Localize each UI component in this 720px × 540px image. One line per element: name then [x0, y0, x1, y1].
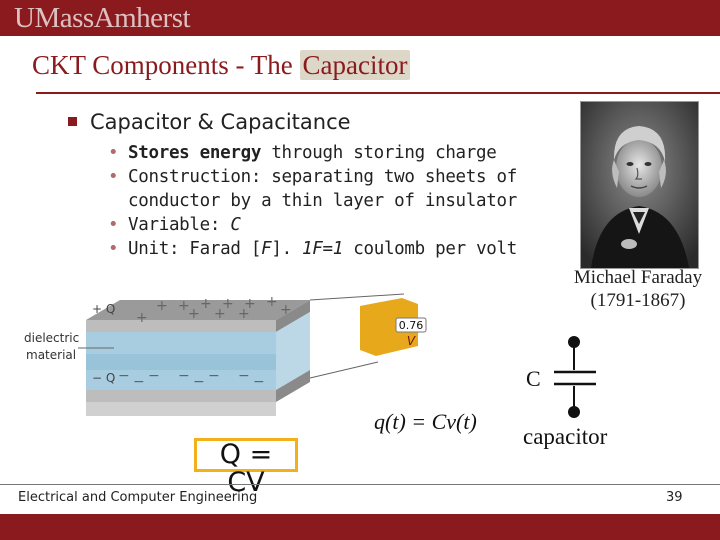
wire-bottom	[309, 361, 379, 379]
slide-title: CKT Components - The Capacitor	[32, 50, 411, 81]
title-rule	[36, 92, 720, 94]
sub-bullet-1: • Stores energy through storing charge	[108, 141, 517, 165]
title-highlight: Capacitor	[299, 50, 411, 80]
svg-text:−: −	[253, 374, 265, 390]
svg-text:+: +	[244, 296, 256, 312]
svg-text:−: −	[238, 368, 250, 384]
sub-bullet-dot: •	[108, 239, 119, 259]
sub-bullet-3-var: C	[230, 215, 241, 235]
footer-rule	[0, 484, 720, 485]
dielectric-label-2: material	[26, 348, 76, 362]
minus-q-label: − Q	[92, 371, 115, 385]
sub-bullet-3-text: Variable:	[128, 215, 231, 235]
svg-text:+: +	[280, 302, 292, 318]
voltmeter-value: 0.76	[399, 319, 424, 332]
portrait-years: (1791-1867)	[590, 290, 686, 311]
symbol-label: capacitor	[523, 424, 608, 449]
plus-charges: ++++++ +++++	[136, 294, 292, 326]
sub-bullet-4: • Unit: Farad [F]. 1F=1 coulomb per volt	[108, 237, 517, 261]
symbol-letter: C	[526, 366, 541, 391]
svg-text:−: −	[208, 368, 220, 384]
sub-bullet-2: • Construction: separating two sheets of c…	[108, 165, 517, 213]
capacitor-symbol: C	[526, 336, 596, 418]
svg-text:−: −	[178, 368, 190, 384]
top-plate-front	[86, 320, 276, 332]
minus-charges: −−−−− −−−	[118, 368, 265, 390]
sub-bullet-3: • Variable: C	[108, 213, 517, 237]
page-number: 39	[666, 490, 683, 505]
faraday-portrait	[580, 101, 699, 269]
dielectric-stripe	[86, 354, 276, 370]
sub-bullet-dot: •	[108, 143, 119, 163]
dielectric-label-1: dielectric	[24, 331, 79, 345]
sub-bullet-1-rest: through storing charge	[261, 143, 497, 163]
plus-q-label: + Q	[92, 302, 115, 316]
svg-text:+: +	[266, 294, 278, 310]
footer-bar	[0, 514, 720, 540]
svg-text:+: +	[238, 306, 250, 322]
portrait-name: Michael Faraday	[573, 267, 703, 288]
wire-top	[309, 293, 405, 301]
bottom-plate-side	[276, 370, 310, 402]
svg-text:−: −	[148, 368, 160, 384]
footer-department: Electrical and Computer Engineering	[18, 490, 258, 505]
svg-text:+: +	[214, 306, 226, 322]
svg-text:+: +	[200, 296, 212, 312]
bottom-plate-front	[86, 390, 276, 402]
sub-bullet-4-text: Unit: Farad [	[128, 239, 262, 259]
terminal-bottom	[568, 406, 580, 418]
svg-text:+: +	[188, 306, 200, 322]
top-plate-top	[86, 300, 310, 320]
sub-bullet-2-line2: conductor by a thin layer of insulator	[128, 191, 517, 211]
portrait-image	[581, 102, 698, 268]
svg-text:−: −	[118, 368, 130, 384]
sub-bullet-4-unit: F	[261, 239, 272, 259]
svg-text:+: +	[178, 298, 190, 314]
voltmeter-display	[395, 317, 427, 333]
charge-formula: q(t) = Cv(t)	[374, 409, 477, 434]
voltmeter-body	[360, 298, 418, 356]
title-prefix: CKT Components - The	[32, 50, 300, 80]
capacitor-diagram: ++++++ +++++ −−−−− −−− 0.76 V + Q − Q di…	[24, 293, 427, 416]
bottom-plate-base	[86, 402, 276, 416]
svg-text:+: +	[156, 298, 168, 314]
header-bar: UMassAmherst	[0, 0, 720, 36]
sub-bullet-dot: •	[108, 215, 119, 235]
sub-bullet-4-mid: ].	[271, 239, 303, 259]
main-bullet: Capacitor & Capacitance	[68, 110, 351, 134]
svg-text:−: −	[193, 374, 205, 390]
svg-text:+: +	[222, 296, 234, 312]
voltmeter-unit: V	[407, 334, 416, 348]
sub-bullet-4-rest: coulomb per volt	[343, 239, 518, 259]
sub-bullets: • Stores energy through storing charge • C…	[108, 141, 517, 261]
equation-box: Q = CV	[194, 438, 298, 497]
sub-bullet-1-bold: Stores energy	[128, 143, 262, 163]
sub-bullet-4-eq: 1F=1	[302, 239, 343, 259]
svg-text:+: +	[136, 310, 148, 326]
sub-bullet-2-line1: Construction: separating two sheets of	[128, 167, 517, 187]
main-bullet-text: Capacitor & Capacitance	[90, 110, 351, 134]
bullet-marker	[68, 116, 77, 126]
portrait-caption: Michael Faraday(1791-1867)	[568, 266, 708, 312]
top-plate-side	[276, 300, 310, 332]
sub-bullet-dot: •	[108, 167, 119, 187]
brand-logo: UMassAmherst	[14, 2, 191, 34]
svg-text:−: −	[133, 374, 145, 390]
